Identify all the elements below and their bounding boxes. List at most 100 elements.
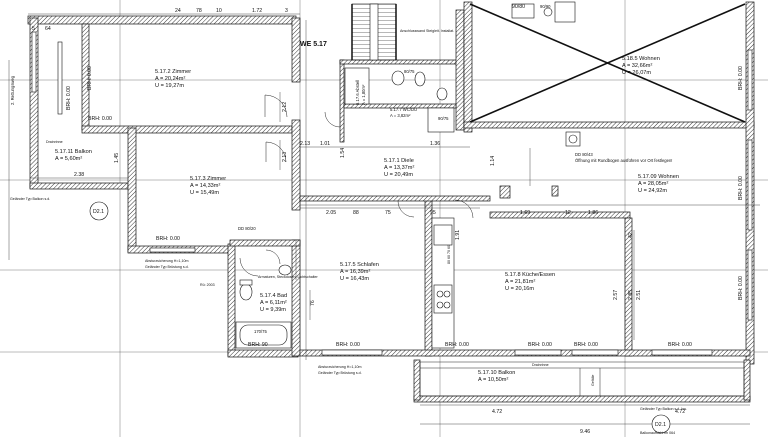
room-name: 5.17.5 Schlafen [340,262,379,268]
void-cross [469,3,746,123]
bathroom-fixtures [235,1,581,349]
balcony-view-note: Balkonaufsicht im 064 [640,431,675,435]
room-area: A = 16,39m² [340,269,370,275]
railing-type-note: Geländer Typ Brüstung s.d. [318,371,362,375]
bath-window: 170/75 [254,329,267,334]
room-area: A = 13,37m² [384,165,414,171]
dimension-text: 2.57 [613,290,619,300]
shaft-size: 90/90 [540,4,551,9]
section-mark: D2.1 [93,209,104,215]
dd-door: DD 80/20 [238,226,256,231]
slope-note: Gefälle [591,375,595,386]
brh-text: BRH: 0.00 [156,236,180,242]
dimension-text: 2.13 [300,141,310,147]
room-area: A = 28,05m² [638,181,668,187]
room-area: A = 1,80m² [361,84,366,105]
dimension-text: 1.91 [455,230,461,240]
brh-text: BRH: 0.00 [668,342,692,348]
brh-text: BRH: 0.00 [336,342,360,348]
brh-text: BRH: 90 [248,342,268,348]
dimension-text: 75 [385,210,391,216]
dimension-text: 2.38 [74,172,84,178]
dimension-text: 1.54 [340,148,346,158]
dimension-text: 1.36 [430,141,440,147]
brh-text: BRH: 0.00 [66,86,72,110]
dimension-text: 5 [32,26,35,32]
dimension-text: 3 [285,8,288,14]
railing-type-note: Geländer Typ Brüstung s.d. [145,265,189,269]
unit-label: WE 5.17 [300,41,327,48]
fall-protection-note: Absturzsicherung H=1,10m [318,365,361,369]
door-size: 90/75 [438,116,449,121]
door-swings [239,94,474,277]
dimension-text: 4.72 [492,409,502,415]
room-area: A = 14,33m² [190,183,220,189]
kitchen-counter [431,217,455,349]
dimension-text: 1.14 [490,156,496,166]
brh-text: BRH: 0.00 [738,66,744,90]
dimension-text: 2.85 [628,290,634,300]
railing-note: Geländer Typ Balkon s.d. Ins. [640,407,687,411]
brh-labels: BRH: 0.00 BRH: 0.00 BRH: 0.00 BRH: 0.00 … [66,66,744,348]
room-area: A = 5,60m² [55,156,82,162]
section-markers [89,201,671,434]
balcony-bottom [419,361,745,397]
room-name: 5.17.09 Wohnen [638,174,679,180]
room-name: 5.17.2 Zimmer [155,69,191,75]
dimension-text: 95 [430,210,436,216]
section-mark: D2.1 [655,422,666,428]
dimension-text: 1.69 [520,210,530,216]
room-name: 5.17.1 Diele [384,158,414,164]
room-name: 5.17.8 Küche/Essen [505,272,555,278]
dimension-text: 64 [45,26,51,32]
brh-text: BRH: 0.00 [738,176,744,200]
door-size: 80/75 [404,69,415,74]
dimension-text: 2.05 [326,210,336,216]
room-perimeter: U = 9,39m [260,307,286,313]
staircase [351,3,397,61]
dimension-text: 90/80 [512,4,525,10]
room-perimeter: U = 24,92m [638,188,667,194]
dimension-lines [8,13,760,425]
brh-text: BRH: 0.00 [528,342,552,348]
dimension-text: 42 [628,232,634,238]
ru-note: Rü: 2003 [200,283,215,287]
brh-text: BRH: 0.00 [574,342,598,348]
room-name: 5.17.4 Bad [260,293,287,299]
room-perimeter: U = 20,49m [384,172,413,178]
kitchen-dims: 80 60 70 60 [447,245,451,264]
dimension-text: 12 [565,210,571,216]
brh-text: BRH: 0.00 [88,116,112,122]
room-name: 5.17.6 Abstell [355,80,360,105]
dimension-text: 10 [216,8,222,14]
drainage-note: Drainrinne [532,363,549,367]
room-area: A = 3,82m² [390,113,411,118]
vanity-note: Armaturen, Steckdosen, Lichtschalter [258,275,319,279]
brh-text: BRH: 0.00 [87,66,93,90]
room-area: A = 6,11m² [260,300,287,306]
escape-note: 2. Rettungsweg [10,75,15,105]
windows [31,31,753,356]
dimension-text: 1.86 [588,210,598,216]
room-area: A = 10,50m² [478,377,508,383]
dd-opening: DD 80/43 [575,152,593,157]
dimension-text: 1.01 [320,141,330,147]
room-area: A = 20,24m² [155,76,185,82]
room-name: 5.18.5 Wohnen [622,56,660,62]
room-perimeter: U = 20,16m [505,286,534,292]
brh-text: BRH: 0.00 [738,276,744,300]
room-perimeter: U = 15,49m [190,190,219,196]
fall-protection-note: Absturzsicherung H=1,10m [145,259,188,263]
annotations: Anschlusswand Steigleit. Installat. Öffn… [10,4,687,435]
railing-note: Geländer Typ Balkon s.d. [10,197,50,201]
dimension-text: 2.13 [282,152,288,162]
dimension-text: 1.72 [252,8,262,14]
room-perimeter: U = 16,43m [340,276,369,282]
dimension-text: 1.45 [114,153,120,163]
dimension-texts: 24 78 10 1.72 3 64 5 2.38 1.45 2.05 88 7… [32,4,685,435]
brh-text: BRH: 0.00 [445,342,469,348]
dimension-text: 4.72 [675,409,685,415]
dimension-text: 76 [310,300,316,306]
room-area: A = 21,81m² [505,279,535,285]
